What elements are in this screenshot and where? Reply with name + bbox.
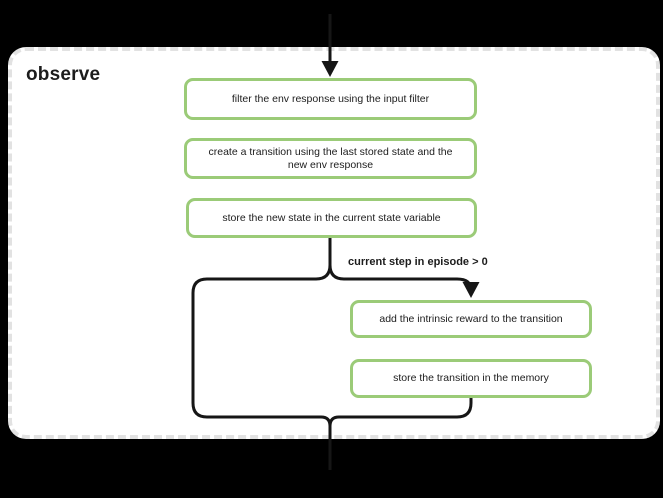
node-create-transition: create a transition using the last store… — [184, 138, 477, 179]
node-add-intrinsic-reward: add the intrinsic reward to the transiti… — [350, 300, 592, 338]
subgraph-title: observe — [26, 64, 101, 85]
condition-label: current step in episode > 0 — [348, 256, 488, 268]
node-store-transition: store the transition in the memory — [350, 359, 592, 398]
node-filter-env-response: filter the env response using the input … — [184, 78, 477, 120]
node-store-new-state: store the new state in the current state… — [186, 198, 477, 238]
